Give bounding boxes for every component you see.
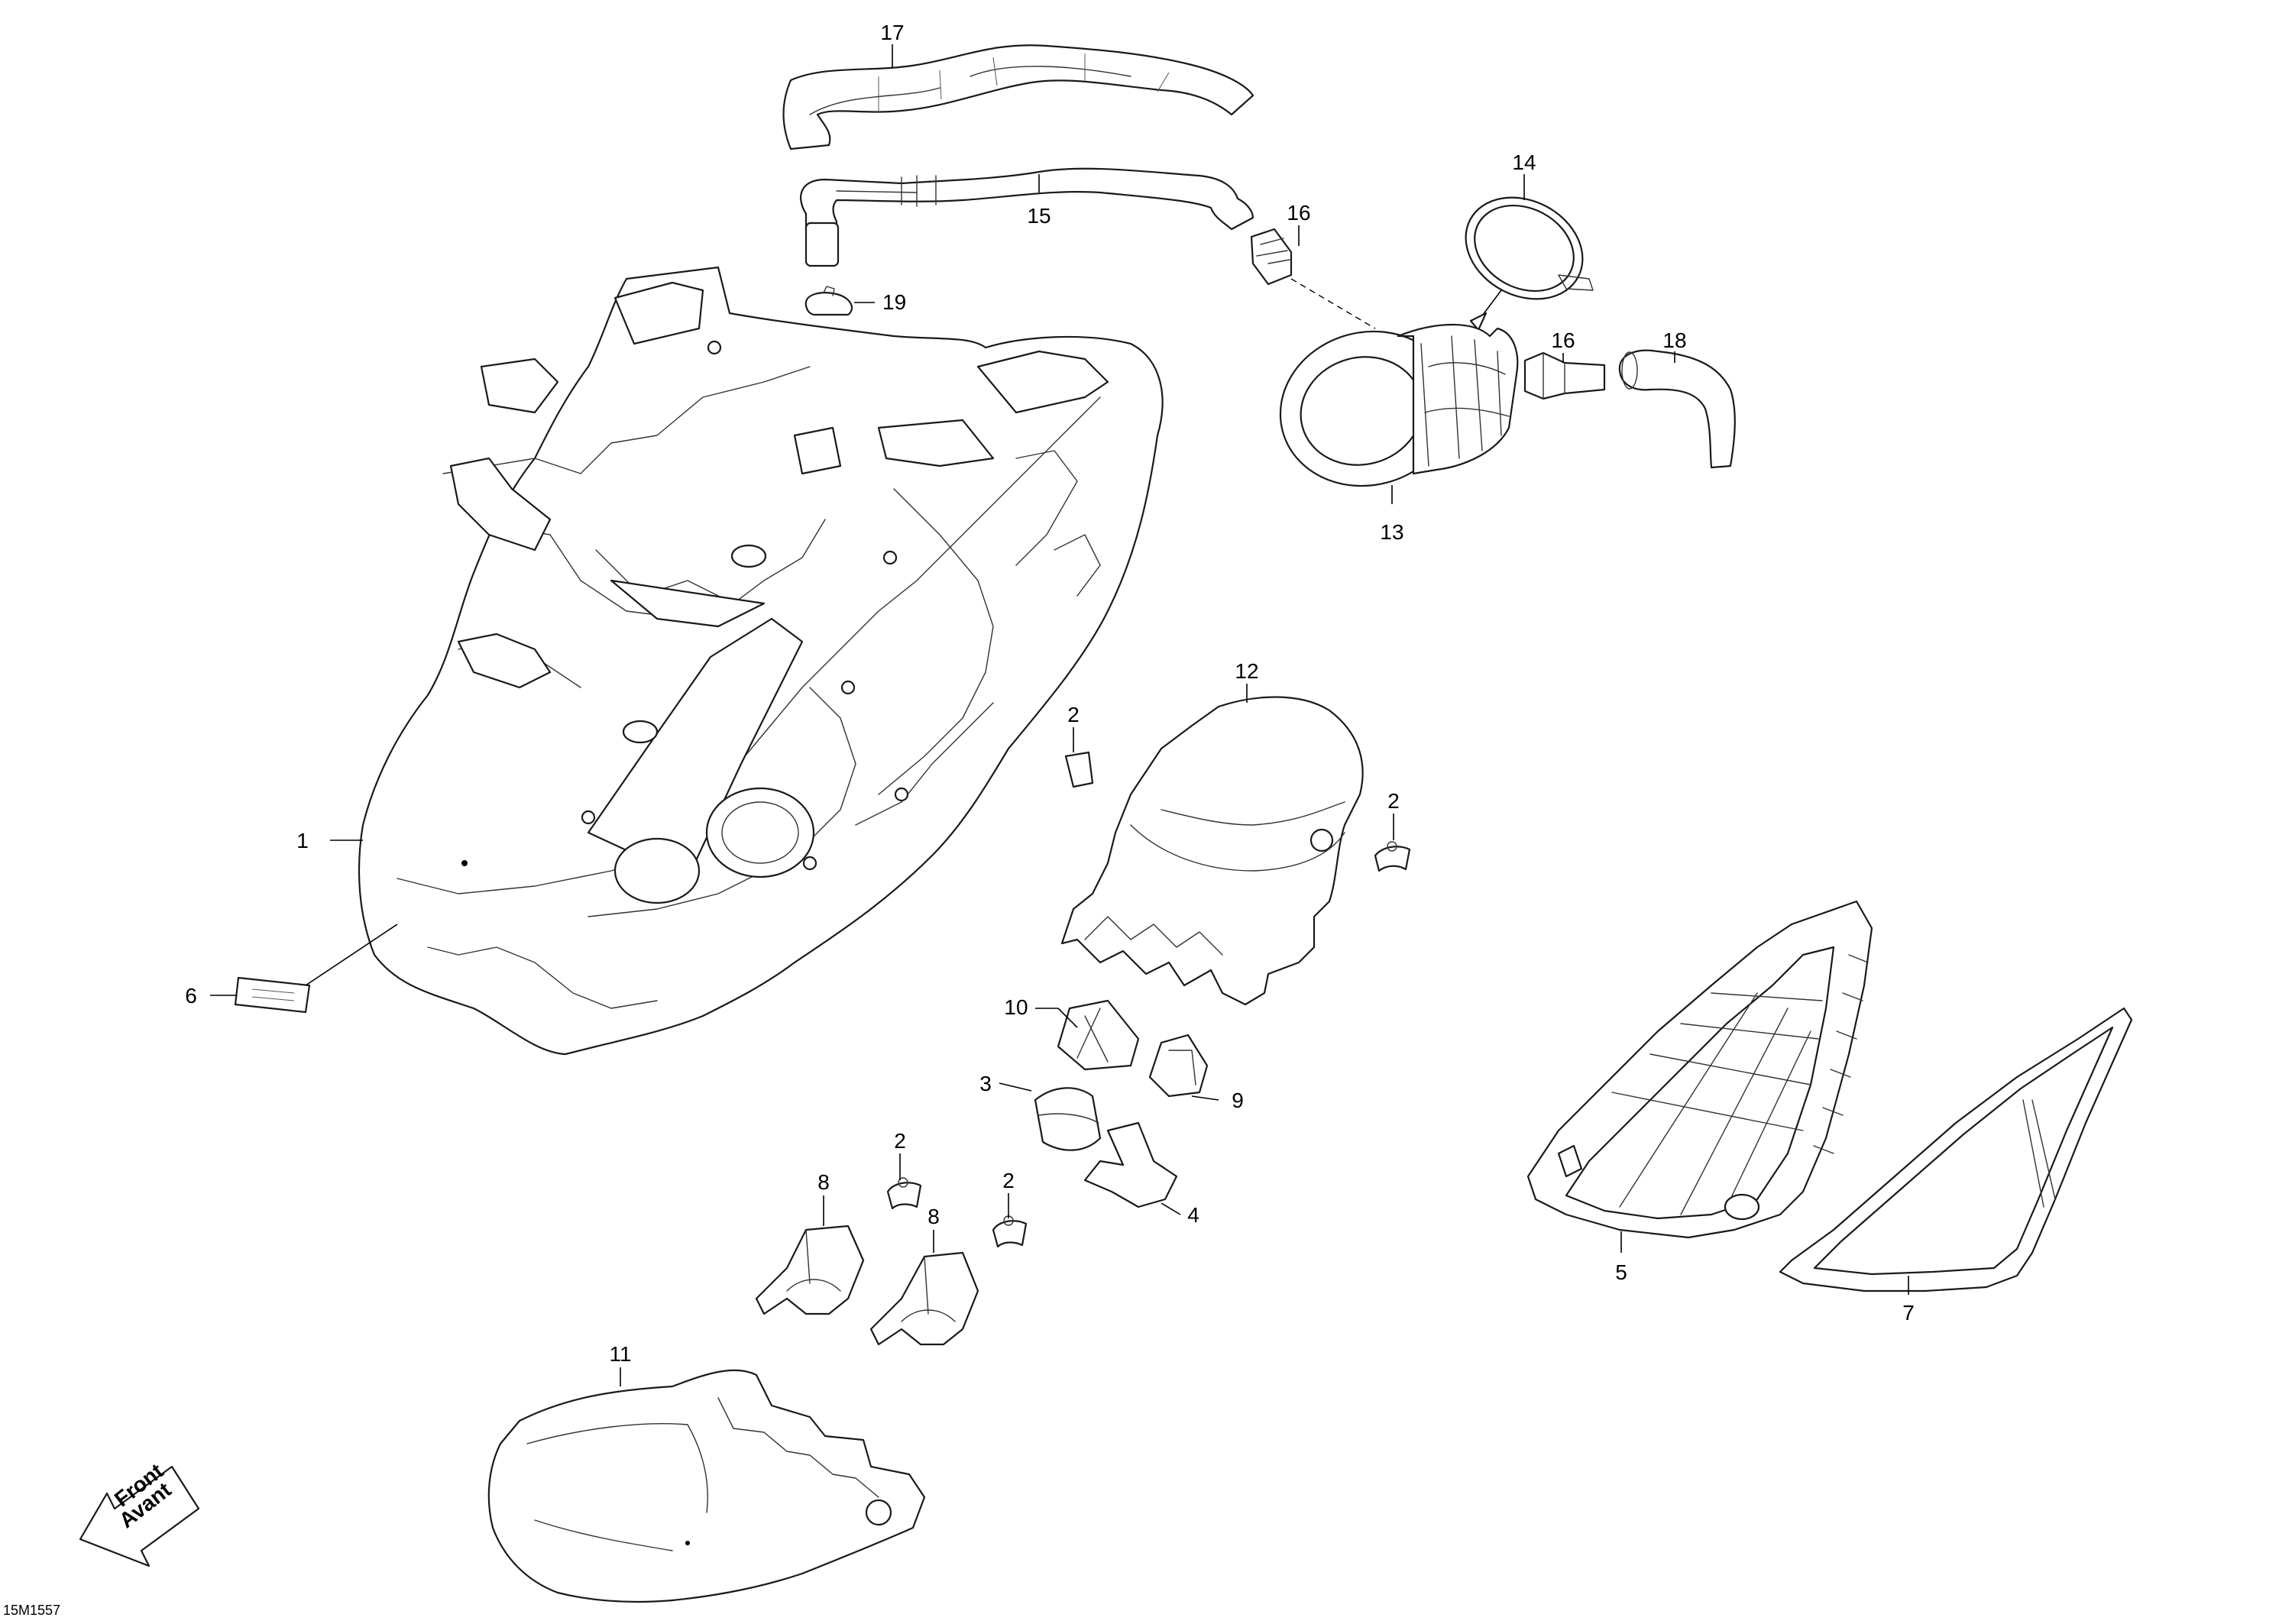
part-13-intake-bell (1279, 323, 1519, 487)
part-2-clip-a (1064, 751, 1094, 788)
callout-17: 17 (880, 21, 904, 44)
part-3-bracket (1034, 1087, 1102, 1151)
part-10-foam-block (1057, 999, 1140, 1071)
diagram-code: 15M1557 (3, 1603, 60, 1618)
callout-16-upper: 16 (1287, 201, 1310, 225)
callout-14: 14 (1512, 150, 1536, 174)
front-arrow-icon: Front Avant (79, 1459, 200, 1567)
part-8-bracket-right (869, 1251, 979, 1346)
callout-2-d: 2 (1002, 1169, 1015, 1192)
callout-5: 5 (1615, 1260, 1627, 1284)
callout-15: 15 (1027, 204, 1050, 228)
part-8-bracket-left (755, 1224, 865, 1315)
callout-18: 18 (1662, 328, 1686, 352)
callout-2-a: 2 (1067, 703, 1080, 726)
part-7-filter-element (1779, 1007, 2133, 1292)
callout-8-left: 8 (817, 1170, 830, 1194)
part-14-clamp-ring (1465, 196, 1594, 300)
callout-2-c: 2 (894, 1129, 906, 1153)
part-1-airbox (358, 266, 1164, 1056)
callout-6: 6 (185, 984, 197, 1008)
part-4-shield (1083, 1121, 1178, 1208)
part-12-heat-shield (1060, 696, 1364, 1006)
part-16-fitting-upper (1250, 228, 1293, 286)
part-18-elbow-hose (1618, 349, 1736, 469)
callout-12: 12 (1235, 659, 1258, 683)
callout-2-b: 2 (1387, 789, 1400, 813)
callout-11: 11 (609, 1342, 631, 1366)
part-2-clip-d (992, 1215, 1028, 1248)
callout-1: 1 (296, 829, 309, 852)
callout-19: 19 (882, 290, 906, 314)
part-11-heat-shield (487, 1369, 926, 1603)
part-17-hose (782, 44, 1254, 150)
callout-9: 9 (1232, 1089, 1244, 1112)
part-16-fitting-lower (1523, 351, 1606, 400)
callout-7: 7 (1902, 1301, 1915, 1325)
callout-3: 3 (979, 1072, 992, 1095)
part-2-clip-b (1374, 841, 1411, 872)
callout-13: 13 (1380, 520, 1403, 544)
part-19-clamp (804, 286, 853, 316)
callout-10: 10 (1004, 995, 1028, 1019)
part-15-hose (800, 167, 1254, 267)
part-6-label (234, 976, 311, 1014)
callout-16-lower: 16 (1551, 328, 1575, 352)
part-2-clip-c (886, 1177, 922, 1210)
part-5-filter-frame (1526, 900, 1873, 1239)
callout-8-right: 8 (927, 1205, 940, 1228)
callout-4: 4 (1187, 1203, 1199, 1227)
part-9-foam-block (1148, 1034, 1209, 1098)
